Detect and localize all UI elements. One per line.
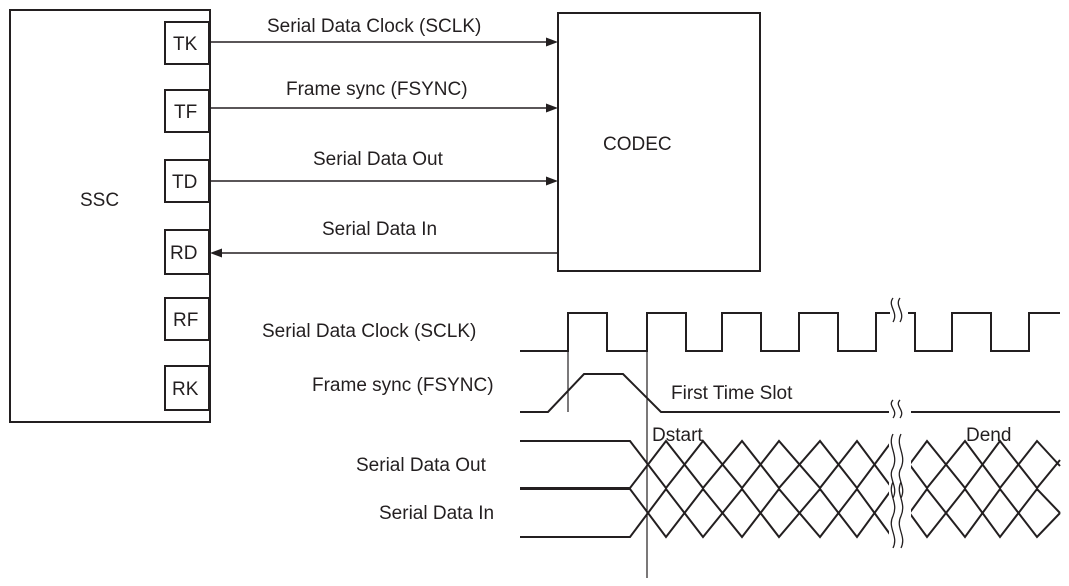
sclk-waveform: [520, 312, 1060, 352]
first-time-slot-label: First Time Slot: [671, 383, 793, 404]
pin-rd-box: [164, 229, 210, 275]
data-in-wire-label: Serial Data In: [322, 219, 437, 240]
timing-data-in-label: Serial Data In: [379, 503, 494, 524]
data-out-wire-label: Serial Data Out: [313, 149, 444, 170]
timing-labels: Serial Data Clock (SCLK) Frame sync (FSY…: [262, 321, 1011, 524]
codec-block: CODEC: [557, 12, 761, 272]
ssc-label: SSC: [80, 190, 119, 211]
pin-rk-label: RK: [172, 379, 199, 400]
timing-fsync-label: Frame sync (FSYNC): [312, 375, 494, 396]
pin-td-box: [164, 159, 210, 203]
pin-tf-box: [164, 89, 210, 133]
pin-tk-label: TK: [173, 34, 198, 55]
sclk-wire-label: Serial Data Clock (SCLK): [267, 16, 481, 37]
pin-rd-label: RD: [170, 243, 197, 264]
pin-rf-label: RF: [173, 310, 198, 331]
dend-label: Dend: [966, 425, 1011, 446]
timing-data-out-label: Serial Data Out: [356, 455, 487, 476]
pin-rf-box: [164, 297, 210, 341]
sclk-wire: Serial Data Clock (SCLK): [209, 16, 558, 47]
data-out-waveform: [520, 439, 1061, 490]
ssc-block: SSC TK TF TD RD RF RK: [9, 9, 211, 423]
pin-td-label: TD: [172, 172, 197, 193]
data-out-wire: Serial Data Out: [209, 149, 558, 186]
pin-tf-label: TF: [174, 102, 197, 123]
ssc-box: [9, 9, 211, 423]
dstart-label: Dstart: [652, 425, 703, 446]
data-in-wire: Serial Data In: [210, 219, 558, 258]
codec-box: [557, 12, 761, 272]
time-break-markers: [889, 297, 911, 549]
pin-rk-box: [164, 365, 210, 411]
fsync-waveform: [520, 373, 1060, 413]
pin-tk-box: [164, 21, 210, 65]
fsync-wire: Frame sync (FSYNC): [209, 79, 558, 113]
timing-sclk-label: Serial Data Clock (SCLK): [262, 321, 476, 342]
codec-label: CODEC: [603, 134, 672, 155]
data-in-waveform: [520, 487, 1061, 539]
fsync-wire-label: Frame sync (FSYNC): [286, 79, 468, 100]
